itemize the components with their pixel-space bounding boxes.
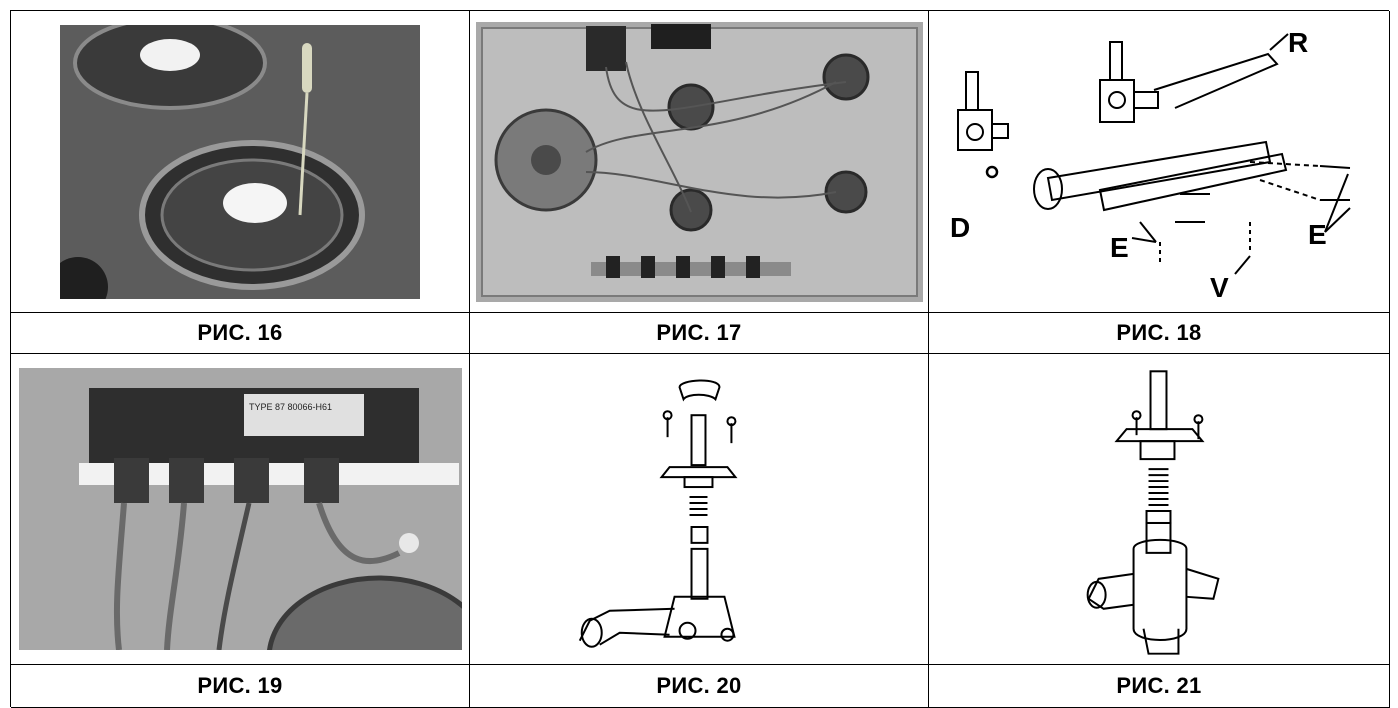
figure-21-caption: РИС. 21	[1116, 673, 1202, 698]
ignition-module-photo: TYPE 87 80066-H61	[18, 368, 462, 650]
figure-20-caption-cell: РИС. 20	[470, 665, 929, 708]
figure-18-caption: РИС. 18	[1116, 320, 1202, 345]
label-v: V	[1210, 272, 1229, 303]
gas-tap-spring-diagram	[1086, 370, 1220, 655]
label-d: D	[950, 212, 970, 243]
figure-16-caption-cell: РИС. 16	[11, 313, 470, 354]
figure-19-caption-cell: РИС. 19	[11, 665, 470, 708]
burner-cap-photo	[60, 24, 420, 299]
figure-19-image-cell: TYPE 87 80066-H61	[11, 354, 470, 665]
gas-valve-manifold-diagram: R D E E V	[950, 27, 1351, 303]
figure-17-caption-cell: РИС. 17	[470, 313, 929, 354]
figure-18-image-cell: R D E E V	[929, 11, 1390, 313]
figure-21-image-cell	[929, 354, 1390, 665]
figure-20-image-cell	[470, 354, 929, 665]
hob-underside-wiring-photo	[475, 21, 923, 302]
label-e-right: E	[1308, 219, 1327, 250]
label-r: R	[1288, 27, 1308, 58]
label-e-left: E	[1110, 232, 1129, 263]
figure-table: R D E E V РИС. 16 РИС. 17 РИС. 18 TYPE 8…	[10, 10, 1390, 708]
figure-19-caption: РИС. 19	[197, 673, 283, 698]
figure-16-image-cell	[11, 11, 470, 313]
figure-17-caption: РИС. 17	[656, 320, 742, 345]
figure-17-image-cell	[470, 11, 929, 313]
figure-18-caption-cell: РИС. 18	[929, 313, 1390, 354]
figure-21-caption-cell: РИС. 21	[929, 665, 1390, 708]
figure-20-caption: РИС. 20	[656, 673, 742, 698]
module-label-text: TYPE 87 80066-H61	[249, 402, 332, 412]
figure-16-caption: РИС. 16	[197, 320, 283, 345]
gas-tap-exploded-diagram	[578, 379, 738, 648]
